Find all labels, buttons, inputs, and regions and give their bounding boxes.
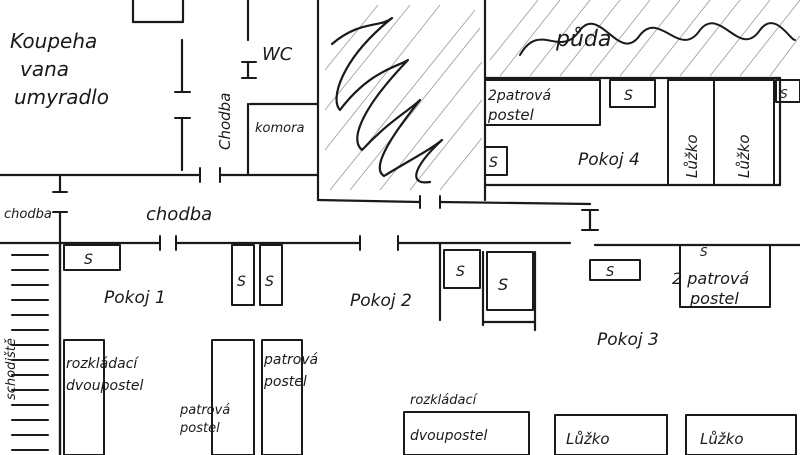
label-patrova-3-2: postel xyxy=(689,289,739,308)
bunk-bed-room2 xyxy=(261,339,303,455)
label-rozkladaci-2-2: dvoupostel xyxy=(410,428,487,444)
wardrobe-room2-right xyxy=(443,249,481,289)
attic-hatching xyxy=(324,0,800,191)
label-koupelna-1: Koupeha xyxy=(10,29,97,53)
bunk-bed-room4 xyxy=(484,79,601,126)
furniture-labels: 2patrová postel Lůžko Lůžko 2 patrová po… xyxy=(66,87,788,448)
label-luzko-b: Lůžko xyxy=(735,134,753,178)
wardrobe-room1 xyxy=(63,244,121,271)
label-patrova-1-1: patrová xyxy=(179,403,230,418)
label-luzko-d: Lůžko xyxy=(700,430,744,448)
label-chodba-main: chodba xyxy=(146,204,212,225)
bed-room3-a xyxy=(554,414,668,455)
wardrobe-s-label: S xyxy=(606,265,614,280)
label-chodba-left: chodba xyxy=(4,207,52,222)
label-koupelna-2: vana xyxy=(20,57,69,81)
label-patrova-4-1: 2patrová xyxy=(488,88,551,104)
attic-wave xyxy=(519,22,796,56)
label-pokoj2: Pokoj 2 xyxy=(350,291,412,311)
wardrobe-s-label: S xyxy=(498,275,508,294)
label-rozkladaci-1-2: dvoupostel xyxy=(66,378,143,394)
label-wc: WC xyxy=(262,44,293,65)
wardrobe-room1-right xyxy=(231,244,255,306)
label-patrova-2-2: postel xyxy=(263,374,307,390)
label-patrova-2-1: patrová xyxy=(263,352,318,368)
wardrobe-s-label: S xyxy=(489,155,498,171)
wardrobe-room3-small xyxy=(589,259,641,281)
wardrobe-s-label: S xyxy=(700,245,708,259)
bunk-bed-room3-box xyxy=(679,244,771,308)
label-komora: komora xyxy=(255,121,304,136)
label-pokoj3: Pokoj 3 xyxy=(597,330,659,350)
room-labels: Koupeha vana umyradlo WC komora Chodba c… xyxy=(4,26,659,400)
wardrobe-room2-left xyxy=(259,244,283,306)
label-pokoj1: Pokoj 1 xyxy=(104,288,166,308)
staircase xyxy=(11,254,49,451)
door-marks xyxy=(52,61,599,251)
wardrobe-s-label: S xyxy=(780,87,788,101)
label-puda: půda xyxy=(555,26,611,52)
furniture-boxes xyxy=(63,79,800,455)
label-pokoj4: Pokoj 4 xyxy=(578,150,640,170)
label-rozkladaci-2-1: rozkládací xyxy=(410,393,479,408)
label-schodiste: schodiště xyxy=(4,338,19,400)
label-patrova-1-2: postel xyxy=(179,421,220,436)
wardrobe-s-label: S xyxy=(456,264,465,280)
wardrobe-room4-side xyxy=(484,146,508,176)
label-luzko-a: Lůžko xyxy=(683,134,701,178)
label-rozkladaci-1-1: rozkládací xyxy=(66,356,139,372)
sofa-bed-room2 xyxy=(403,411,530,455)
wardrobe-s-label: S xyxy=(84,252,93,268)
wardrobe-room3 xyxy=(486,251,534,311)
wardrobe-s-label: S xyxy=(265,274,274,290)
sofa-bed-room1 xyxy=(63,339,105,455)
wardrobe-s-label: S xyxy=(237,274,246,290)
wardrobe-room4-top-right xyxy=(775,79,800,103)
wardrobe-room4-top xyxy=(609,79,656,108)
label-chodba-vertical: Chodba xyxy=(216,93,234,150)
bunk-bed-room1 xyxy=(211,339,255,455)
wardrobe-s-label: S xyxy=(624,88,633,104)
bed-room4-b xyxy=(713,79,775,186)
label-koupelna-3: umyradlo xyxy=(14,85,109,109)
label-luzko-c: Lůžko xyxy=(566,430,610,448)
bed-room3-b xyxy=(685,414,797,455)
label-patrova-4-2: postel xyxy=(487,106,535,124)
label-patrova-3-1: 2 patrová xyxy=(672,269,749,288)
zigzag-stairs xyxy=(330,16,444,184)
